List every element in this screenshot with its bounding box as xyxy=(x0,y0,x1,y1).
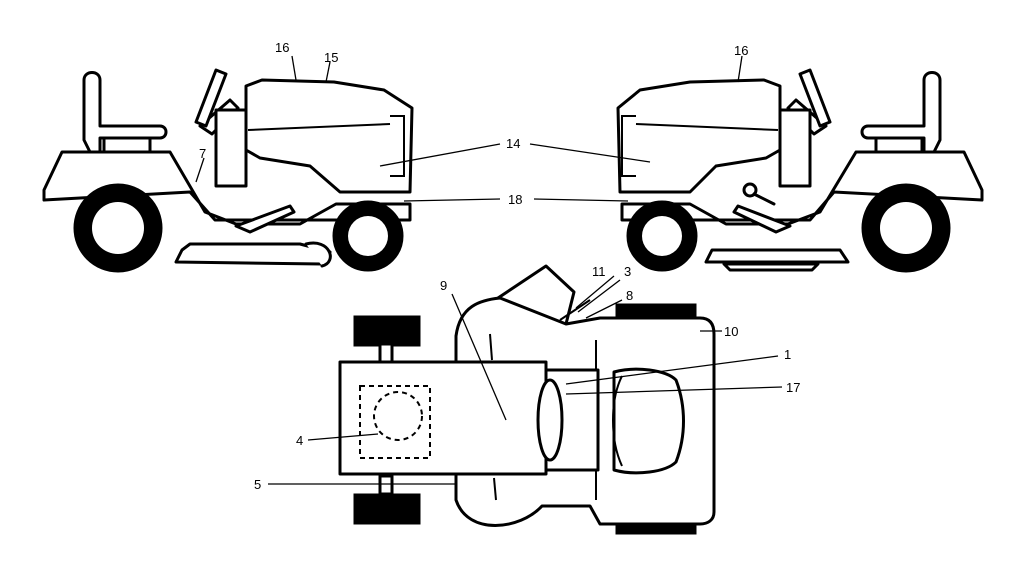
callout-labels: 16 15 7 14 18 16 9 11 3 8 10 1 17 4 5 xyxy=(199,40,800,492)
callout-15: 15 xyxy=(324,50,338,65)
callout-17: 17 xyxy=(786,380,800,395)
callout-8: 8 xyxy=(626,288,633,303)
callout-1: 1 xyxy=(784,347,791,362)
callout-16-right: 16 xyxy=(734,43,748,58)
callout-4: 4 xyxy=(296,433,303,448)
callout-18: 18 xyxy=(508,192,522,207)
callout-5: 5 xyxy=(254,477,261,492)
callout-10: 10 xyxy=(724,324,738,339)
callout-7: 7 xyxy=(199,146,206,161)
callout-14: 14 xyxy=(506,136,520,151)
tractor-left-side-view xyxy=(42,68,414,273)
callout-11: 11 xyxy=(592,264,606,279)
tractor-top-view xyxy=(338,264,716,535)
callout-9: 9 xyxy=(440,278,447,293)
callout-leaders xyxy=(195,55,783,485)
callout-3: 3 xyxy=(624,264,631,279)
tractor-right-side-view xyxy=(616,68,984,273)
callout-16-left: 16 xyxy=(275,40,289,55)
